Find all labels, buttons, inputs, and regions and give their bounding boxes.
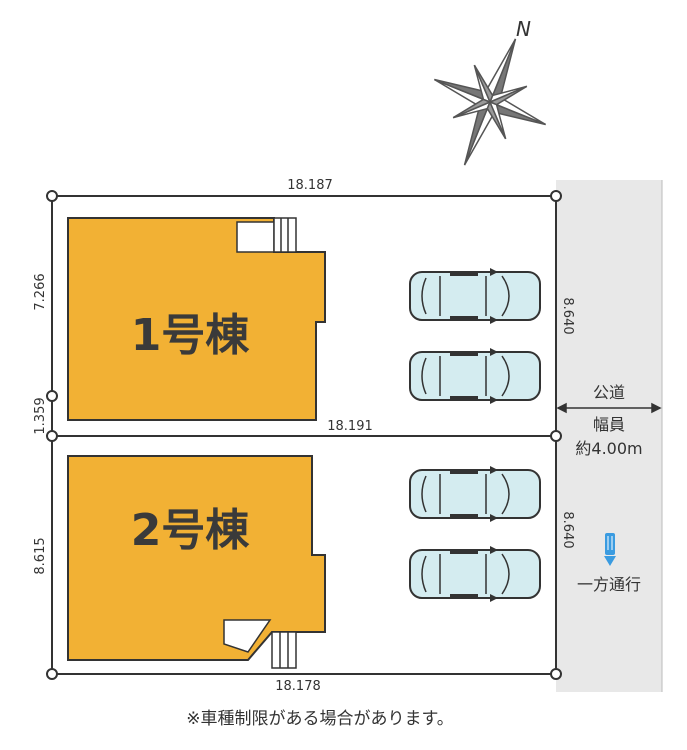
parking-car-icon	[409, 268, 541, 324]
building-2-label: 2号棟	[131, 505, 251, 556]
dim-bottom: 18.178	[275, 679, 321, 694]
footnote: ※車種制限がある場合があります。	[186, 709, 454, 729]
dim-middle: 18.191	[327, 419, 373, 434]
public-road	[556, 180, 662, 692]
road-width-arrow-icon	[556, 402, 662, 414]
dim-top: 18.187	[287, 178, 333, 193]
parking-car-icon	[409, 546, 541, 602]
dim-left-gap: 1.359	[33, 397, 48, 434]
one-way-label: 一方通行	[577, 575, 641, 594]
dim-left-lot1: 7.266	[33, 273, 48, 310]
parking-car-icon	[409, 466, 541, 522]
building-1[interactable]: 1号棟	[67, 217, 326, 421]
compass-icon	[433, 38, 547, 166]
road-width-label: 幅員	[593, 415, 625, 434]
compass-north-label: N	[516, 17, 531, 41]
dim-right-lot2: 8.640	[560, 511, 575, 548]
building-1-label: 1号棟	[131, 310, 251, 361]
building-2[interactable]: 2号棟	[67, 455, 326, 669]
road-label: 公道	[593, 383, 625, 402]
boundary-markers	[46, 190, 562, 680]
dim-left-lot2: 8.615	[33, 537, 48, 574]
dim-right-lot1: 8.640	[560, 297, 575, 334]
one-way-arrow-icon	[604, 533, 616, 566]
parking-car-icon	[409, 348, 541, 404]
road-width-value: 約4.00m	[575, 439, 642, 458]
